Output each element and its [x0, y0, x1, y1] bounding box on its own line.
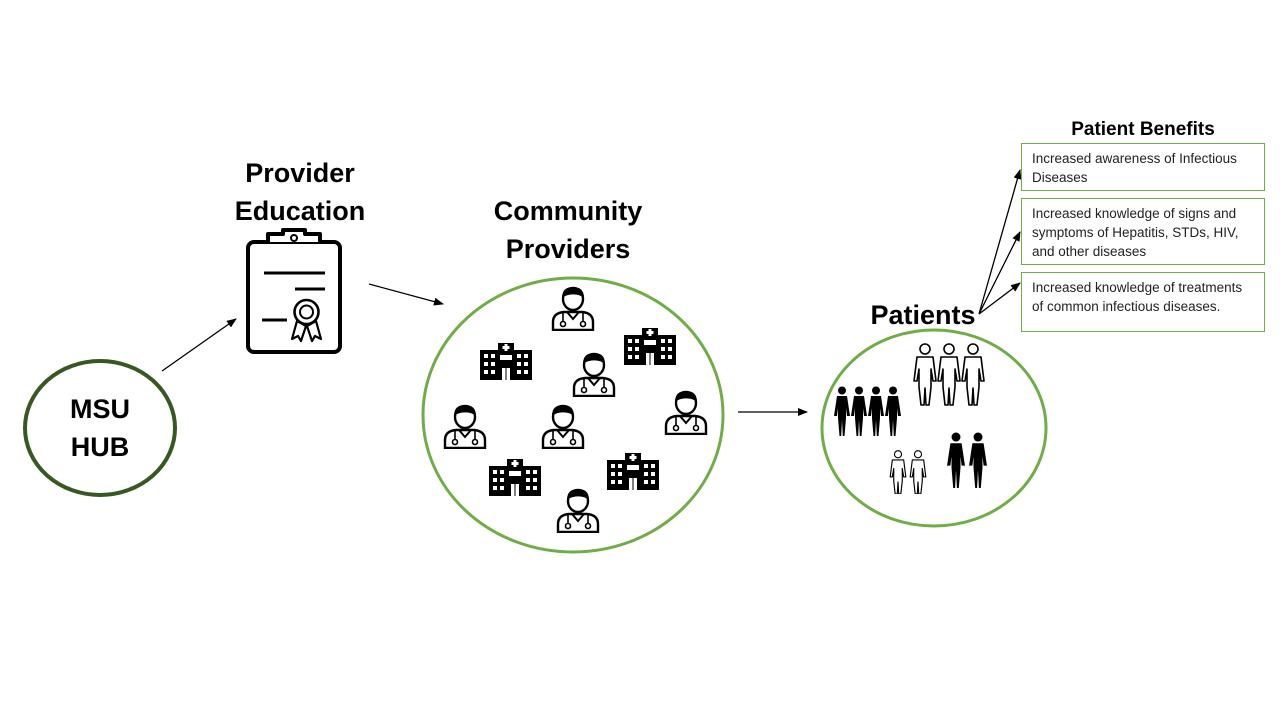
benefit-signs-symptoms: Increased knowledge of signs and symptom…	[1021, 198, 1265, 265]
patient-benefits-title: Patient Benefits	[1071, 119, 1215, 140]
arrow-education-to-providers	[368, 283, 444, 306]
patients-title: Patients	[870, 300, 976, 330]
arrow-patients-to-benefit-1	[978, 169, 1022, 315]
arrow-patients-to-benefit-2	[978, 231, 1021, 315]
arrow-hub-to-education	[161, 318, 237, 372]
certificate-clipboard-icon	[246, 228, 342, 354]
community-providers-line1: Community	[493, 196, 643, 226]
patients-circle	[820, 328, 1048, 528]
benefit-treatments: Increased knowledge of treatments of com…	[1021, 272, 1265, 332]
community-providers-title: Community Providers	[458, 192, 678, 268]
hub-circle	[23, 359, 177, 497]
patient-group-outline-three	[913, 343, 985, 406]
community-providers-line2: Providers	[505, 234, 631, 264]
hub-label-line2: HUB	[70, 432, 130, 462]
provider-education-line1: Provider	[245, 158, 355, 188]
benefit-awareness: Increased awareness of Infectious Diseas…	[1021, 143, 1265, 191]
provider-education-title: Provider Education	[200, 154, 400, 230]
hub-label-line1: MSU	[70, 394, 130, 424]
hub-label: MSU HUB	[30, 390, 170, 466]
provider-education-line2: Education	[234, 196, 366, 226]
arrow-patients-to-benefit-3	[978, 282, 1021, 315]
